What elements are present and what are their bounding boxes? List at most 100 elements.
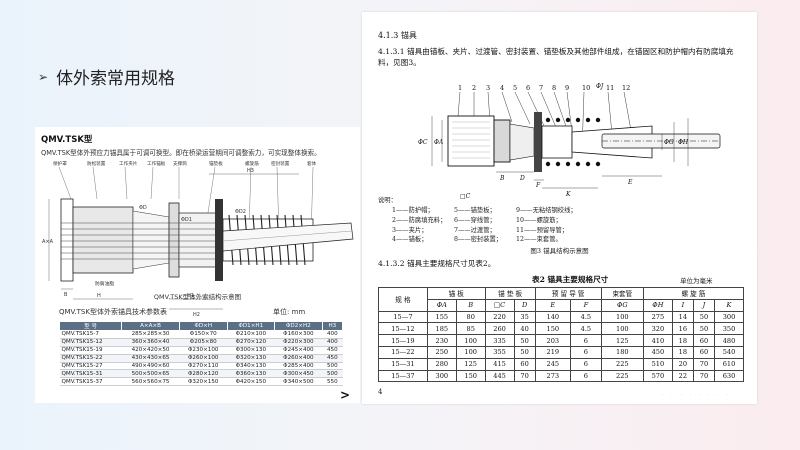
table-cell: 60 [692, 345, 716, 359]
table-cell: 445 [484, 369, 515, 383]
fig-letter: E [627, 179, 633, 186]
table-cell: 510 [642, 357, 673, 371]
table-header: 锚 垫 板 [484, 287, 536, 300]
callout-number: 11 [606, 84, 614, 92]
table-header: D [513, 298, 536, 312]
callout-number: 1 [458, 84, 462, 92]
table-cell: 560×560×75 [121, 377, 180, 387]
table-cell: 100 [600, 322, 644, 336]
table-cell: 415 [484, 357, 515, 371]
table-cell: QMV.TSK15-37 [59, 377, 122, 387]
table-cell: 100 [600, 310, 644, 324]
table-header: K [714, 298, 744, 312]
table-cell: Φ300×130 [227, 346, 275, 355]
table-header: ΦD×H [178, 321, 228, 331]
legend-item: 12——束套管。 [516, 236, 562, 244]
table-cell: 140 [534, 310, 572, 324]
table-cell: QMV.TSK15-27 [59, 362, 122, 371]
table-cell: 14 [671, 310, 694, 324]
table-header: H3 [321, 321, 344, 331]
right-standard-page: 4.1.3 锚具 4.1.3.1 锚具由锚板、夹片、过渡管、密封装置、锚垫板及其… [362, 12, 757, 404]
table-cell: 50 [513, 345, 536, 359]
fig-letter: ΦA [434, 139, 444, 146]
table-cell: Φ260×100 [179, 354, 228, 363]
table-header: A×A×B [121, 321, 180, 331]
table-cell: 40 [513, 322, 536, 336]
table-cell: 350 [714, 322, 744, 336]
table-header-row: 规 格 锚 板 锚 垫 板 预 留 导 管 束套管 螺 旋 筋 [378, 287, 745, 312]
table-cell: Φ320×130 [227, 354, 275, 363]
table-cell: 80 [455, 310, 486, 324]
dim-label: A×A [42, 239, 54, 245]
fig-label: 套体 [307, 160, 317, 167]
table-cell: 219 [534, 345, 572, 359]
table-header: □C [484, 298, 515, 312]
table-cell: 400 [322, 338, 343, 347]
table-cell: 6 [570, 334, 602, 347]
table-cell: QMV.TSK15-19 [59, 346, 122, 355]
table-cell: QMV.TSK15-22 [59, 354, 122, 363]
legend-item: 2——防腐填充料； [392, 216, 447, 224]
table-cell: 100 [455, 334, 486, 347]
table-cell: 360×360×40 [121, 338, 180, 347]
slide-title: ➢ 体外索常用规格 [38, 64, 175, 89]
paragraph-4132: 4.1.3.2 锚具主要规格尺寸见表2。 [378, 259, 496, 268]
table-cell: 630 [714, 369, 744, 383]
fig-label: 螺旋筋 [245, 160, 259, 167]
table-cell: 450 [642, 345, 673, 359]
table-cell: Φ245×400 [274, 346, 323, 355]
table-cell: Φ160×300 [274, 330, 323, 339]
table-title: QMV.TSK型体外索锚具技术参数表 [59, 308, 167, 316]
table-cell: 18 [671, 334, 694, 347]
table-cell: 450 [322, 354, 343, 363]
callout-number: 2 [472, 84, 476, 92]
figure-legend: 说明： 1——防护帽；5——锚垫板；9——无粘结钢绞线； 2——防腐填充料；6—… [378, 195, 636, 243]
table-cell: 480 [714, 334, 744, 347]
table-cell: 6 [570, 357, 602, 371]
table-title: 表2 锚具主要规格尺寸 [532, 275, 609, 284]
table-cell: 22 [671, 369, 694, 383]
table-cell: 85 [455, 322, 486, 336]
legend-item: 3——夹片； [392, 226, 428, 234]
table-cell: 70 [513, 369, 536, 383]
table-cell: 70 [692, 357, 716, 371]
fig-label: 密封装置 [271, 160, 290, 167]
table-cell: 60 [692, 334, 716, 347]
anchor-structure-drawing: 保护罩 防松装置 工作夹片 工作锚板 支撑筒 锚垫板 螺旋筋 密封装置 套体 H… [42, 160, 354, 318]
table-cell: 6 [570, 345, 602, 359]
fig-label: 锚垫板 [209, 160, 223, 167]
table-header: ΦD2×H2 [274, 321, 323, 331]
table-header: I [671, 298, 694, 312]
table-cell: Φ230×100 [179, 346, 228, 355]
table-cell: Φ270×110 [179, 362, 228, 371]
table-cell: Φ270×120 [227, 338, 275, 347]
table-cell: Φ340×130 [227, 362, 275, 371]
table-cell: Φ340×500 [274, 377, 323, 387]
product-description: QMV.TSK型体外预应力锚具属于可调可换型。即在桥梁运营期间可调整索力，可实现… [41, 149, 321, 157]
legend-item: 6——穿线管； [454, 216, 496, 224]
legend-item: 1——防护帽； [392, 207, 434, 214]
table-header: B [455, 298, 486, 312]
fig-letter: ΦJ [596, 83, 604, 90]
fig-letter: □C [460, 193, 471, 200]
dim-label: H1 [187, 293, 194, 299]
table-cell: 180 [600, 345, 644, 359]
table-header: 束套管 [600, 287, 644, 300]
table-header: 预 留 导 管 [534, 287, 602, 300]
callout-number: 8 [552, 84, 556, 92]
table-cell: 273 [534, 369, 572, 383]
section-heading: 4.1.3 锚具 [378, 31, 417, 40]
table-cell: 15—31 [378, 357, 428, 371]
table-cell: 400 [322, 330, 343, 339]
table-cell: 150 [455, 369, 486, 383]
table-cell: 15—12 [378, 322, 428, 336]
table-cell: Φ420×150 [227, 377, 275, 387]
